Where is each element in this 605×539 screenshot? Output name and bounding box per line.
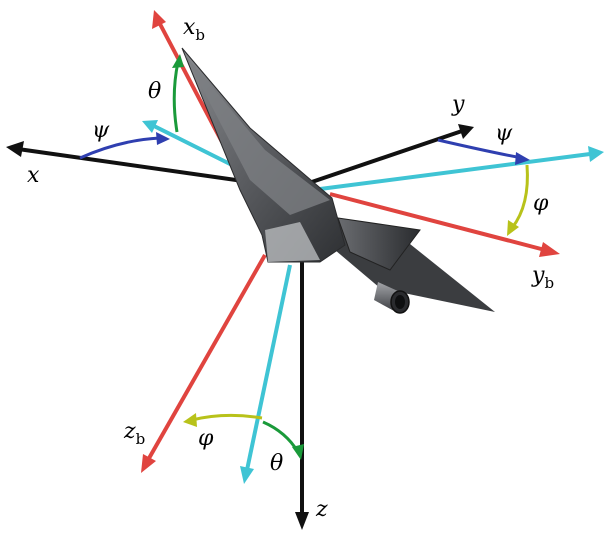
label-yb: yb [531,263,554,292]
label-y: y [451,92,465,117]
arrowhead-y1 [588,146,604,162]
theta-arc-lower [262,420,304,460]
label-theta-upper: θ [148,79,161,104]
label-psi-right: ψ [495,121,513,146]
label-theta-lower: θ [270,451,283,476]
psi-arc-right [437,138,530,165]
label-zb: zb [123,419,145,448]
arrowhead-x [6,141,24,157]
intermediate-axis-x [142,120,239,170]
intermediate-axis-y [319,146,604,191]
intermediate-axis-z [240,264,292,484]
aircraft-model [181,47,495,314]
label-phi-right: φ [533,191,549,216]
label-z: z [315,497,328,522]
arrowhead-z [295,512,309,530]
arrowhead-xb [152,10,166,29]
aircraft-fin [337,217,421,271]
arrowhead-z1 [240,466,254,484]
label-xb: xb [183,15,205,44]
inertial-axis-x [6,141,251,184]
psi-arc-left [79,132,170,160]
label-x: x [27,163,40,188]
body-axis-zb [141,254,267,473]
inertial-axis-z [295,255,309,530]
label-psi-left: ψ [92,118,110,143]
aircraft-engine-nozzle [374,282,410,314]
body-axis-yb [329,192,560,257]
phi-arc-lower [183,413,263,427]
theta-arc-upper [172,54,184,133]
label-phi-lower: φ [198,426,214,451]
arrowhead-x1 [142,120,158,133]
arrowhead-y [458,124,474,139]
inertial-axis-y [299,124,474,188]
arrowhead-yb [539,242,560,257]
phi-arc-right [507,164,529,236]
body-axis-xb [152,10,224,143]
arrowhead-zb [141,454,156,473]
